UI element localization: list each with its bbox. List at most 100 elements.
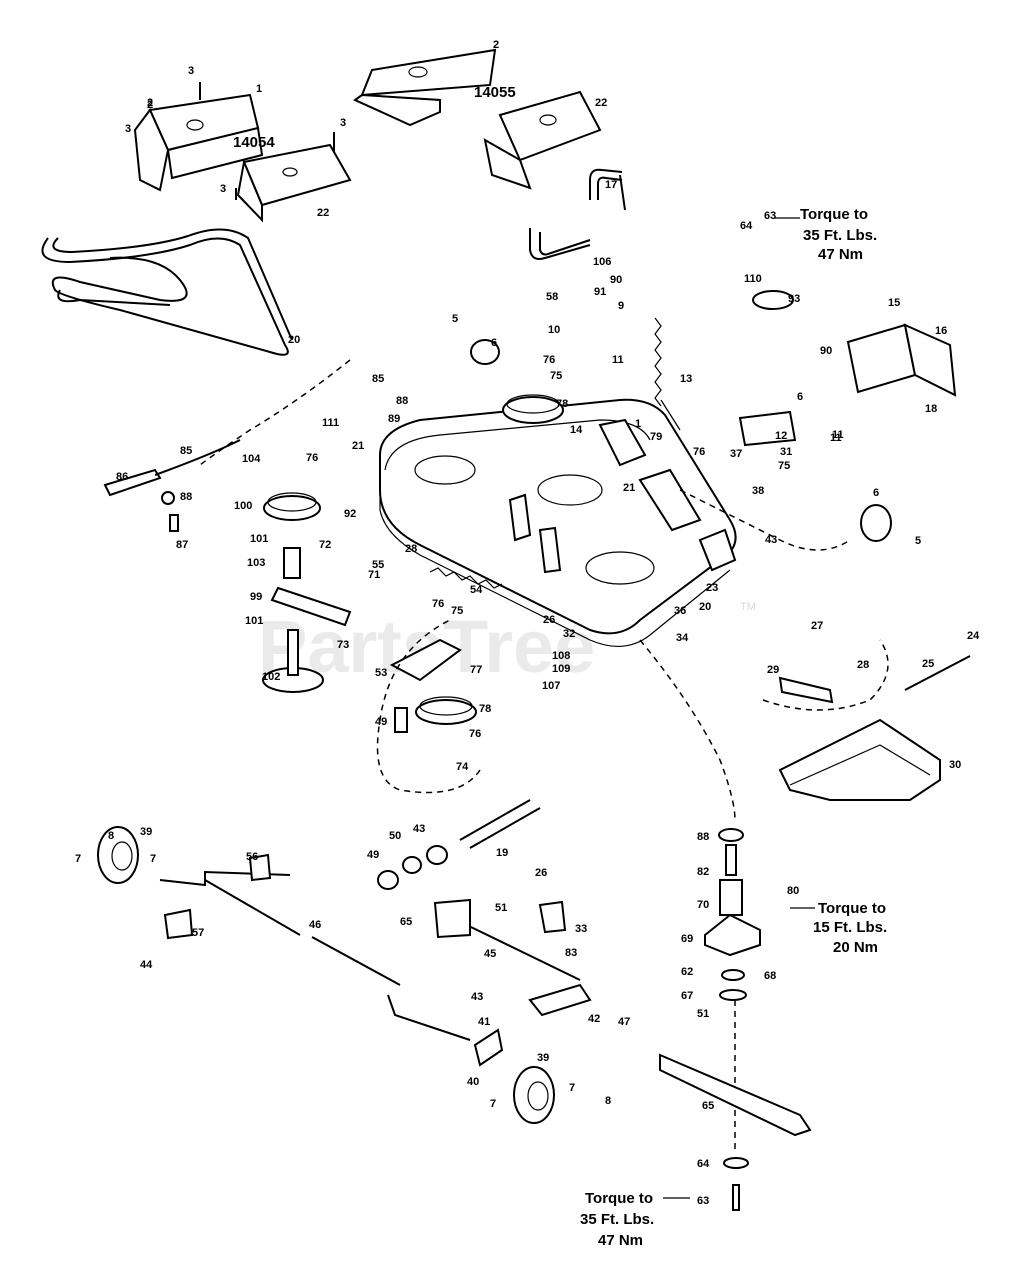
callout-label: 1 <box>635 418 641 430</box>
callout-label: 20 <box>699 601 711 613</box>
callout-label: 2 <box>147 97 153 109</box>
cable-routes <box>199 359 889 1150</box>
callout-label: 2 <box>147 99 153 111</box>
callout-label: 90 <box>820 345 832 357</box>
callout-label: 62 <box>681 966 693 978</box>
callout-label: 51 <box>697 1008 709 1020</box>
callout-label: 101 <box>245 615 263 627</box>
callout-label: 17 <box>605 179 617 191</box>
callout-label: 88 <box>180 491 192 503</box>
torque-note-top: Torque to 35 Ft. Lbs. 47 Nm <box>775 206 877 263</box>
callout-label: 22 <box>595 97 607 109</box>
callout-label: 63 <box>764 210 776 222</box>
callout-label: 101 <box>250 533 268 545</box>
torque-bottom-line2: 35 Ft. Lbs. <box>580 1211 654 1228</box>
callout-label: 77 <box>470 664 482 676</box>
callout-label: 6 <box>797 391 803 403</box>
callout-label: 85 <box>180 445 192 457</box>
watermark-tm: TM <box>740 601 756 613</box>
callout-label: 79 <box>650 431 662 443</box>
callout-label: 76 <box>693 446 705 458</box>
callout-label: 3 <box>220 183 226 195</box>
callout-label: 42 <box>588 1013 600 1025</box>
callout-label: 67 <box>681 990 693 1002</box>
callout-label: 110 <box>744 273 762 285</box>
callout-label: 93 <box>788 293 800 305</box>
callout-label: 38 <box>752 485 764 497</box>
callout-label: 102 <box>262 671 280 683</box>
callout-label: 33 <box>575 923 587 935</box>
callout-label: 25 <box>922 658 934 670</box>
callout-label: 106 <box>593 256 611 268</box>
assembly-label-14055: 14055 <box>474 84 516 101</box>
mower-deck-housing <box>379 398 737 648</box>
torque-bottom-line1: Torque to <box>585 1190 653 1207</box>
callout-label: 30 <box>949 759 961 771</box>
callout-label: 65 <box>702 1100 714 1112</box>
u-bolts <box>529 168 626 260</box>
torque-note-middle: Torque to 15 Ft. Lbs. 20 Nm <box>790 900 887 956</box>
callout-label: 111 <box>322 417 339 429</box>
drive-belt <box>41 228 293 356</box>
callout-label: 43 <box>765 534 777 546</box>
gauge-adjust-rod <box>103 439 241 532</box>
callout-label: 88 <box>396 395 408 407</box>
wheel-right <box>513 1066 555 1124</box>
callout-label: 83 <box>565 947 577 959</box>
callout-label: 54 <box>470 584 483 596</box>
callout-label: 75 <box>451 605 463 617</box>
callout-label: 26 <box>535 867 547 879</box>
callout-label: 22 <box>317 207 329 219</box>
callout-label: 89 <box>388 413 400 425</box>
callout-label: 39 <box>140 826 152 838</box>
wheel-left <box>97 826 139 884</box>
torque-top-line2: 35 Ft. Lbs. <box>803 227 877 244</box>
springs <box>429 317 681 589</box>
callout-label: 43 <box>471 991 483 1003</box>
callout-label: 85 <box>372 373 384 385</box>
callout-label: 29 <box>767 664 779 676</box>
callout-label: 10 <box>548 324 560 336</box>
callout-label: 108 <box>552 650 570 662</box>
callout-label: 50 <box>389 830 401 842</box>
spindle-assembly <box>659 828 812 1211</box>
callout-label: 72 <box>319 539 331 551</box>
callout-label: 75 <box>778 460 790 472</box>
callout-label: 3 <box>340 117 346 129</box>
callout-label: 100 <box>234 500 252 512</box>
callout-label: 7 <box>75 853 81 865</box>
callout-label: 37 <box>730 448 742 460</box>
callout-label: 5 <box>915 535 921 547</box>
callout-label: 15 <box>888 297 900 309</box>
callout-label: 82 <box>697 866 709 878</box>
callout-label: 104 <box>242 453 261 465</box>
axle-linkage <box>159 799 592 1067</box>
callout-label: 11 <box>830 432 842 444</box>
callout-label: 68 <box>764 970 776 982</box>
callout-label: 70 <box>697 899 709 911</box>
callout-label: 6 <box>873 487 879 499</box>
callout-label: 14 <box>570 424 583 436</box>
callout-label: 41 <box>478 1016 490 1028</box>
callout-label: 90 <box>610 274 622 286</box>
callout-label: 26 <box>543 614 555 626</box>
callout-label: 64 <box>740 220 753 232</box>
callout-label: 86 <box>116 471 128 483</box>
callout-label: 24 <box>967 630 980 642</box>
torque-middle-line3: 20 Nm <box>833 939 878 956</box>
callout-label: 13 <box>680 373 692 385</box>
callout-label: 44 <box>140 959 153 971</box>
torque-middle-line2: 15 Ft. Lbs. <box>813 919 887 936</box>
callout-label: 63 <box>697 1195 709 1207</box>
bracket-assembly-14055 <box>353 48 602 190</box>
callout-label: 88 <box>697 831 709 843</box>
callout-label: 56 <box>246 851 258 863</box>
callout-label: 2 <box>493 39 499 51</box>
callout-label: 103 <box>247 557 265 569</box>
callout-label: 107 <box>542 680 560 692</box>
callout-label: 55 <box>372 559 384 571</box>
callout-label: 49 <box>367 849 379 861</box>
